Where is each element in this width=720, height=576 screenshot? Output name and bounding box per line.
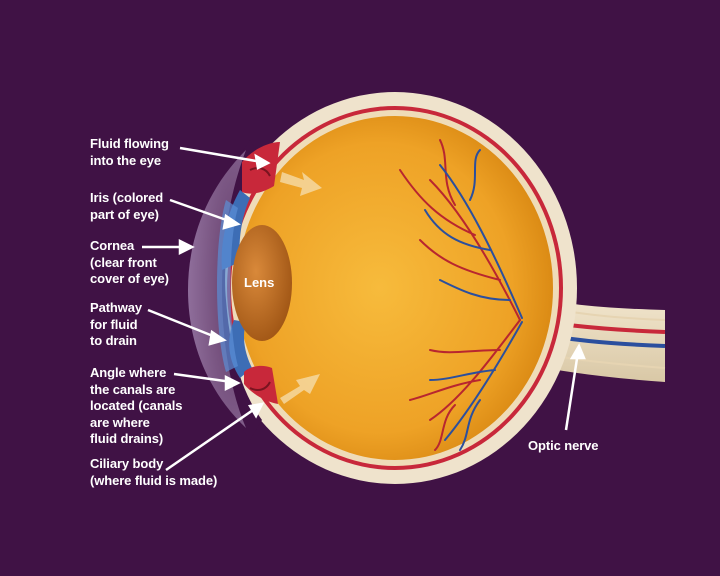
iris: [217, 190, 252, 378]
fluid-flow-arrows: [280, 172, 322, 404]
label-cornea: Cornea (clear front cover of eye): [90, 238, 169, 286]
cornea: [188, 150, 246, 428]
label-angle: Angle where the canals are located (cana…: [90, 365, 183, 446]
lens: [232, 225, 292, 341]
label-optic-nerve: Optic nerve: [528, 438, 599, 453]
label-arrows: [142, 146, 586, 472]
label-ciliary-body: Ciliary body (where fluid is made): [90, 456, 218, 488]
label-pathway: Pathway for fluid to drain: [90, 300, 143, 348]
label-fluid-flowing: Fluid flowing into the eye: [90, 136, 169, 168]
label-lens: Lens: [244, 275, 275, 290]
label-iris: Iris (colored part of eye): [90, 190, 164, 222]
retinal-vessels: [399, 139, 523, 451]
